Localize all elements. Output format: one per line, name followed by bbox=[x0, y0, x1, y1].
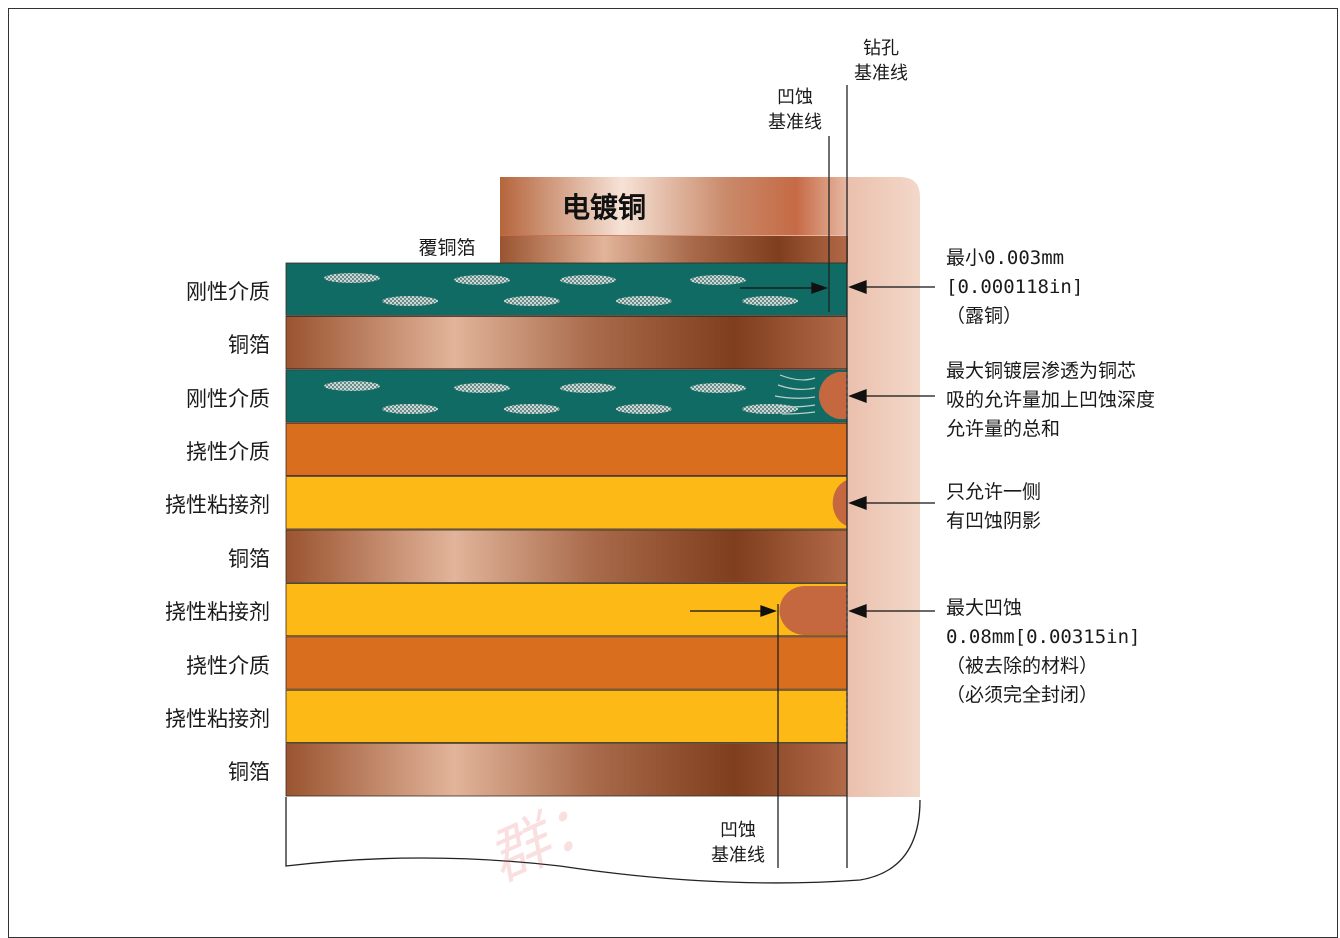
one-side-shadow-line2: 有凹蚀阴影 bbox=[946, 510, 1042, 532]
plated-copper-label: 电镀铜 bbox=[562, 191, 647, 224]
layer-copper-foil-1 bbox=[285, 315, 848, 370]
shadow-bulge bbox=[832, 480, 847, 526]
max-wicking-line1: 最大铜镀层渗透为铜芯 bbox=[946, 360, 1137, 382]
layer-copper-foil-2 bbox=[285, 529, 848, 583]
wicking-strands bbox=[774, 374, 816, 415]
drill-reference-line2: 基准线 bbox=[854, 63, 908, 84]
max-wicking-line2: 吸的允许量加上凹蚀深度 bbox=[946, 389, 1156, 411]
max-wicking-line3: 允许量的总和 bbox=[946, 418, 1061, 440]
wicking-bulge bbox=[818, 372, 847, 419]
layer-label-copper-foil-2: 铜箔 bbox=[228, 546, 270, 571]
clad-foil-label: 覆铜箔 bbox=[418, 237, 476, 259]
plated-copper-barrel bbox=[500, 177, 920, 797]
etchback-reference-top-line1: 凹蚀 bbox=[777, 87, 813, 108]
layer-label-rigid-dielectric-1: 刚性介质 bbox=[186, 279, 270, 304]
min-exposed-line2: [0.000118in] bbox=[946, 276, 1084, 298]
min-exposed-line3: （露铜） bbox=[946, 305, 1023, 327]
layer-label-copper-foil-1: 铜箔 bbox=[228, 333, 270, 358]
layer-label-flex-adhesive-3: 挠性粘接剂 bbox=[165, 706, 270, 731]
board-break-outline bbox=[285, 797, 921, 884]
annotation-max-wicking: 最大铜镀层渗透为铜芯吸的允许量加上凹蚀深度允许量的总和 bbox=[946, 357, 1155, 444]
etchback-bulge bbox=[779, 586, 847, 635]
internal-arrows bbox=[690, 282, 828, 617]
layer-flex-dielectric-2 bbox=[285, 636, 848, 690]
drill-reference-line1: 钻孔 bbox=[863, 38, 899, 59]
layer-label-flex-adhesive-1: 挠性粘接剂 bbox=[165, 493, 270, 518]
annotation-max-etchback: 最大凹蚀 0.08mm[0.00315in] （被去除的材料） （必须完全封闭） bbox=[946, 594, 1140, 710]
layer-label-flex-adhesive-2: 挠性粘接剂 bbox=[165, 600, 270, 625]
layer-label-flex-dielectric-1: 挠性介质 bbox=[186, 439, 270, 464]
min-exposed-line1: 最小0.003mm bbox=[946, 247, 1065, 269]
drill-reference-label: 钻孔 基准线 bbox=[836, 36, 926, 86]
clad-foil-top bbox=[500, 236, 848, 263]
max-etchback-line4: （必须完全封闭） bbox=[946, 684, 1099, 706]
annotation-arrows bbox=[848, 280, 935, 618]
layer-flex-adhesive-1 bbox=[285, 476, 848, 530]
layer-flex-adhesive-2 bbox=[285, 583, 848, 637]
max-etchback-line3: （被去除的材料） bbox=[946, 655, 1099, 677]
annotation-min-exposed: 最小0.003mm [0.000118in] （露铜） bbox=[946, 244, 1083, 331]
layer-label-rigid-dielectric-2: 刚性介质 bbox=[186, 386, 270, 411]
layer-rigid-dielectric-2 bbox=[285, 369, 848, 423]
layer-stack bbox=[285, 262, 848, 797]
layer-flex-adhesive-3 bbox=[285, 689, 848, 744]
max-etchback-line1: 最大凹蚀 bbox=[946, 597, 1023, 619]
one-side-shadow-line1: 只允许一侧 bbox=[946, 481, 1042, 503]
etchback-reference-top-label: 凹蚀 基准线 bbox=[750, 85, 840, 135]
plated-copper-top bbox=[500, 177, 848, 235]
etchback-reference-bottom-line2: 基准线 bbox=[711, 845, 765, 866]
glass-weave bbox=[324, 273, 798, 414]
etchback-reference-bottom-line1: 凹蚀 bbox=[720, 820, 756, 841]
layer-label-flex-dielectric-2: 挠性介质 bbox=[186, 653, 270, 678]
etchback-reference-bottom-label: 凹蚀 基准线 bbox=[693, 818, 783, 868]
max-etchback-line2: 0.08mm[0.00315in] bbox=[946, 626, 1141, 648]
annotation-one-side-shadow: 只允许一侧有凹蚀阴影 bbox=[946, 478, 1041, 536]
etchback-reference-top-line2: 基准线 bbox=[768, 112, 822, 133]
layer-label-copper-foil-3: 铜箔 bbox=[228, 760, 270, 785]
layer-flex-dielectric-1 bbox=[285, 422, 848, 477]
layer-rigid-dielectric-1 bbox=[285, 262, 848, 316]
